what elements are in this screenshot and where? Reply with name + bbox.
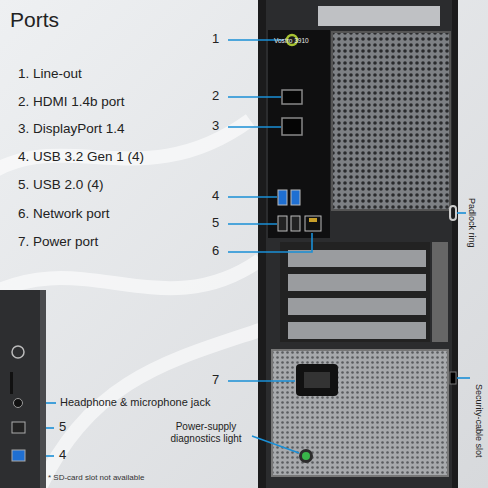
- port-list-item: 7. Power port: [18, 234, 98, 250]
- port-list-item: 6. Network port: [18, 206, 110, 222]
- front-port-label: Headphone & microphone jack: [60, 396, 210, 409]
- port-list-item: 4. USB 3.2 Gen 1 (4): [18, 149, 144, 165]
- tower-back: [258, 0, 458, 488]
- callout-number: 5: [59, 420, 66, 435]
- port-list-item: 1. Line-out: [18, 66, 82, 82]
- callout-number: 6: [212, 244, 219, 259]
- footnote: * SD-card slot not available: [48, 473, 145, 482]
- side-label: Padlock ring: [467, 198, 477, 248]
- page-title: Ports: [10, 8, 59, 32]
- background-swirls: [0, 120, 260, 488]
- side-label: Security-cable slot: [474, 384, 484, 458]
- port-list-item: 3. DisplayPort 1.4: [18, 121, 125, 137]
- callout-number: 2: [212, 89, 219, 104]
- callout-number: 1: [212, 32, 219, 47]
- callout-number: 5: [212, 216, 219, 231]
- callout-number: 4: [59, 448, 66, 463]
- front-panel: [0, 290, 46, 488]
- port-list-item: 5. USB 2.0 (4): [18, 177, 104, 193]
- psu-light-label: Power-supply diagnostics light: [160, 421, 252, 444]
- callout-number: 3: [212, 119, 219, 134]
- port-list-item: 2. HDMI 1.4b port: [18, 94, 125, 110]
- model-name: Vostro 3910: [274, 37, 309, 44]
- callout-number: 7: [212, 373, 219, 388]
- callout-number: 4: [212, 189, 219, 204]
